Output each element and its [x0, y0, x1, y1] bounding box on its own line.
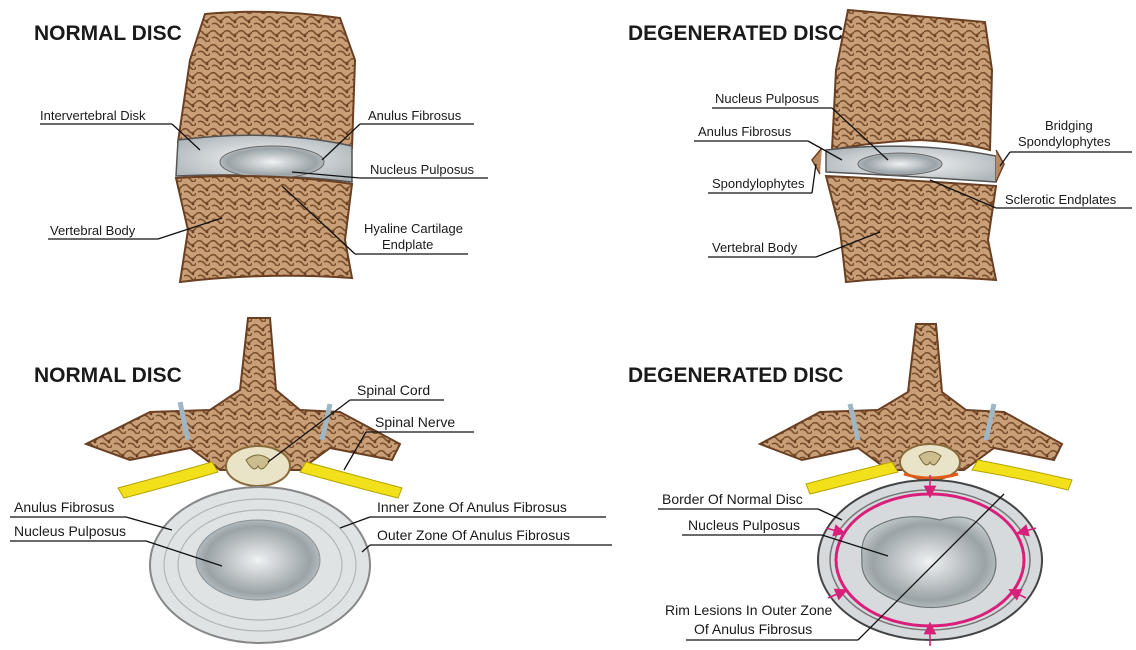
label-nucleus-pulposus-deg-axial: Nucleus Pulposus	[688, 517, 800, 533]
top-right-panel: DEGENERATED DISC Nucleus Pulposus Anulus…	[628, 10, 1132, 282]
label-intervertebral-disk: Intervertebral Disk	[40, 108, 146, 123]
spinal-cord-degenerated	[900, 444, 960, 480]
osteophyte-left	[812, 148, 822, 174]
label-nucleus-pulposus: Nucleus Pulposus	[370, 162, 475, 177]
label-spondylophytes: Spondylophytes	[712, 176, 805, 191]
label-endplate: Endplate	[382, 237, 433, 252]
label-hyaline-cartilage: Hyaline Cartilage	[364, 221, 463, 236]
label-bridging: Bridging	[1045, 118, 1093, 133]
label-inner-zone: Inner Zone Of Anulus Fibrosus	[377, 499, 567, 515]
top-right-title: DEGENERATED DISC	[628, 22, 843, 45]
label-spinal-nerve: Spinal Nerve	[375, 414, 455, 430]
label-nucleus-pulposus-axial: Nucleus Pulposus	[14, 523, 126, 539]
vertebral-arch-normal	[86, 318, 400, 470]
upper-vertebral-body	[178, 12, 355, 148]
degenerated-disc-axial	[818, 475, 1042, 646]
label-anulus-fibrosus: Anulus Fibrosus	[368, 108, 462, 123]
label-sclerotic-endplates: Sclerotic Endplates	[1005, 192, 1117, 207]
label-rim-lesions: Rim Lesions In Outer Zone	[665, 602, 833, 618]
bottom-left-title: NORMAL DISC	[34, 364, 182, 387]
label-vertebral-body-deg: Vertebral Body	[712, 240, 798, 255]
top-left-panel: NORMAL DISC Intervertebral Disk Anulus F…	[34, 12, 488, 282]
label-spondylophytes-bridging: Spondylophytes	[1018, 134, 1111, 149]
label-vertebral-body: Vertebral Body	[50, 223, 136, 238]
label-outer-zone-anulus: Of Anulus Fibrosus	[694, 621, 812, 637]
bottom-left-panel: NORMAL DISC Spinal Cord Spinal Nerve Anu…	[10, 318, 612, 643]
normal-disc-axial	[150, 487, 370, 643]
bottom-right-panel: DEGENERATED DISC Border Of Normal D	[628, 324, 1072, 646]
label-nucleus-pulposus-deg: Nucleus Pulposus	[715, 91, 820, 106]
label-anulus-fibrosus-axial: Anulus Fibrosus	[14, 499, 114, 515]
bottom-right-title: DEGENERATED DISC	[628, 364, 843, 387]
lower-vertebral-body	[176, 176, 352, 282]
label-anulus-fibrosus-deg: Anulus Fibrosus	[698, 124, 792, 139]
label-outer-zone: Outer Zone Of Anulus Fibrosus	[377, 527, 570, 543]
top-left-title: NORMAL DISC	[34, 22, 182, 45]
lower-vertebral-body-degenerated	[826, 176, 996, 282]
upper-vertebral-body-degenerated	[832, 10, 992, 150]
label-spinal-cord: Spinal Cord	[357, 382, 430, 398]
label-border-normal-disc: Border Of Normal Disc	[662, 491, 803, 507]
